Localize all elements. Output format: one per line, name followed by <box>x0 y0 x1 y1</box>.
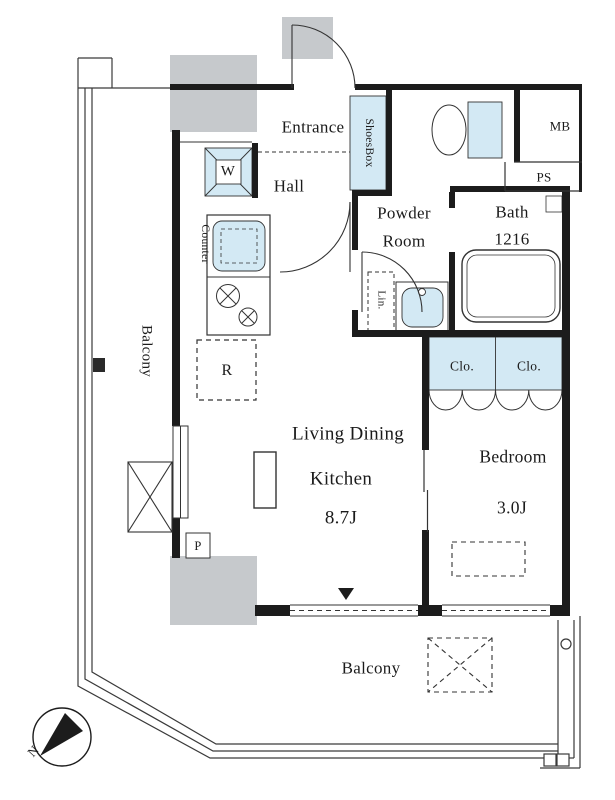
ldk-label-2: Kitchen <box>309 468 373 490</box>
pipe-box <box>185 532 211 559</box>
pipe-label: P <box>194 538 202 553</box>
kitchen-sink <box>212 220 266 272</box>
north-arrow-icon <box>40 713 83 756</box>
fridge-label: R <box>221 362 233 379</box>
ac-unit-left <box>127 461 173 533</box>
entrance-door-arc <box>291 24 356 89</box>
powder-door-arc <box>361 251 423 313</box>
shoes-box-cabinet <box>349 95 387 191</box>
bathtub-icon <box>461 195 563 323</box>
drain-cap-icon <box>560 638 572 650</box>
stove-burners-icon <box>216 284 258 327</box>
ac-unit-bottom <box>427 637 493 693</box>
walls <box>170 84 582 616</box>
meter-box-outline <box>504 161 582 192</box>
kitchen-counter <box>206 214 271 336</box>
balcony-partition <box>540 616 581 769</box>
entrance-label: Entrance <box>281 117 345 137</box>
bath-size-label: 1216 <box>494 229 530 249</box>
ldk-size-label: 8.7J <box>324 507 358 529</box>
sliding-door <box>423 450 429 532</box>
ldk-partition <box>253 451 277 509</box>
balcony-left-label: Balcony <box>138 324 155 378</box>
counter-label: Counter <box>198 224 211 264</box>
hose-bib-marker <box>93 358 105 372</box>
closet-right-label: Clo. <box>516 358 542 374</box>
compass <box>32 707 92 767</box>
washer-label: W <box>220 163 236 180</box>
bedroom-size-label: 3.0J <box>497 497 527 518</box>
balcony-railing <box>77 57 558 759</box>
structural-columns <box>170 17 333 625</box>
bedroom-label: Bedroom <box>479 446 547 467</box>
balcony-bottom-label: Balcony <box>341 658 401 678</box>
closet-door-scallops <box>428 389 563 411</box>
pipe-space-label: PS <box>536 169 552 185</box>
powder-room-label-2: Room <box>382 231 426 251</box>
bedroom-dashed-storage <box>451 541 526 577</box>
window-left <box>172 425 189 519</box>
meter-box-label: MB <box>549 118 571 134</box>
linen-label: Lin. <box>375 290 388 310</box>
window-bottom-bedroom <box>442 604 550 617</box>
hall-door-arc <box>279 201 351 273</box>
window-bottom-living <box>290 604 418 617</box>
interior-lines <box>180 141 350 153</box>
ldk-label-1: Living Dining <box>291 423 405 445</box>
bath-label: Bath <box>495 202 529 222</box>
toilet-icon <box>431 101 503 159</box>
closet-left-label: Clo. <box>449 358 475 374</box>
powder-room-label-1: Powder <box>377 203 431 223</box>
shoesbox-label: ShoesBox <box>362 118 375 168</box>
refrigerator-space <box>196 339 257 401</box>
entry-marker-triangle-icon <box>338 588 354 600</box>
hall-label: Hall <box>273 176 305 196</box>
washbasin-icon <box>395 281 449 333</box>
